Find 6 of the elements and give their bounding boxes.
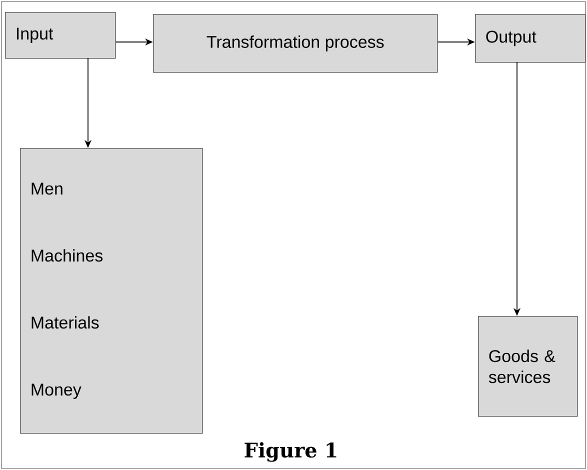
process-box: Output xyxy=(475,14,586,63)
process-box: Input xyxy=(5,12,116,59)
process-box: Goods & services xyxy=(478,316,578,417)
list-box: Men Machines Materials Money xyxy=(20,148,203,434)
figure-caption: Figure 1 xyxy=(244,442,336,462)
process-box: Transformation process xyxy=(153,14,438,73)
